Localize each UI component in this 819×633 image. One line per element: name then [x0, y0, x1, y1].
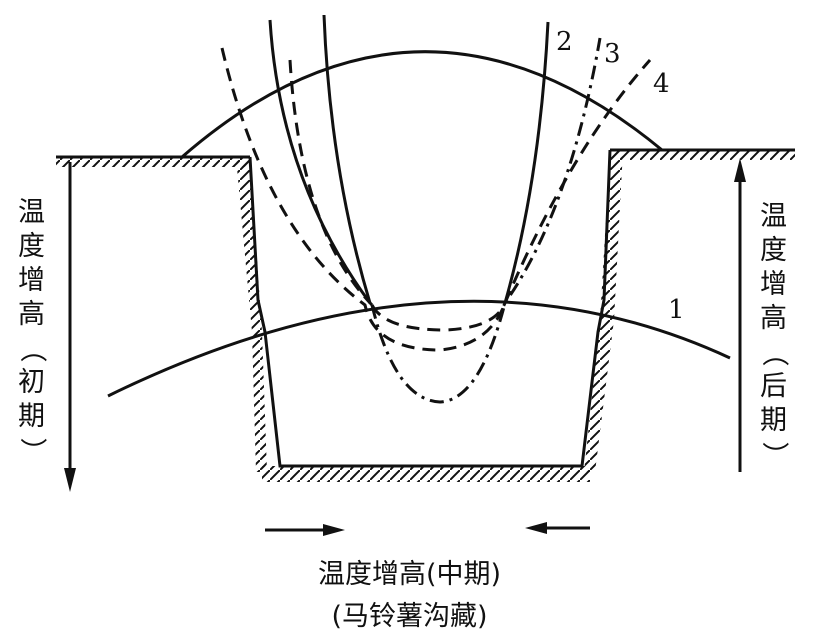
curve-label-3: 3: [604, 39, 621, 69]
curve-dashed-a: [220, 47, 507, 352]
right-label-char: 增: [760, 269, 787, 300]
right-label-char: ）: [758, 441, 790, 469]
right-label-char: 温: [760, 201, 787, 232]
curve-solid-inner: [322, 14, 372, 304]
curve-label-4: 4: [653, 69, 670, 99]
soil-mound: [181, 50, 663, 159]
curve-label-1: 1: [668, 295, 685, 325]
right-label-char: 期: [760, 405, 787, 436]
right-label-char: （: [758, 339, 790, 367]
left-label-char: 期: [18, 401, 45, 432]
left-label-char: 温: [18, 197, 45, 228]
right-label-char: 高: [760, 303, 787, 334]
right-arrow: [734, 158, 746, 472]
ground-hatching: [56, 150, 795, 482]
trench-outline: [248, 149, 612, 468]
left-label-char: 增: [18, 265, 45, 296]
curve-1: [107, 299, 731, 398]
curve-solid-right: [503, 21, 550, 304]
bottom-left-arrow: [265, 524, 345, 536]
caption-main: 温度增高(中期): [317, 559, 502, 590]
left-label-char: ）: [16, 437, 48, 465]
right-label: 温 度 增 高 （ 后 期 ）: [759, 200, 790, 472]
curve-solid-left: [268, 19, 372, 304]
left-label: 温 度 增 高 （ 初 期 ）: [17, 196, 48, 468]
right-label-char: 后: [760, 371, 787, 402]
left-label-char: 初: [18, 367, 45, 398]
curve-dashed-d: [503, 59, 652, 304]
caption-sub: (马铃薯沟藏): [331, 601, 488, 632]
right-label-char: 度: [760, 235, 787, 266]
curve-dashed-b: [370, 302, 507, 332]
curve-dashed-e: [288, 59, 374, 307]
left-label-char: （: [16, 335, 48, 363]
left-label-char: 度: [18, 231, 45, 262]
left-label-char: 高: [18, 299, 45, 330]
left-arrow: [64, 162, 76, 492]
bottom-right-arrow: [525, 522, 590, 534]
curve-label-2: 2: [556, 27, 573, 57]
